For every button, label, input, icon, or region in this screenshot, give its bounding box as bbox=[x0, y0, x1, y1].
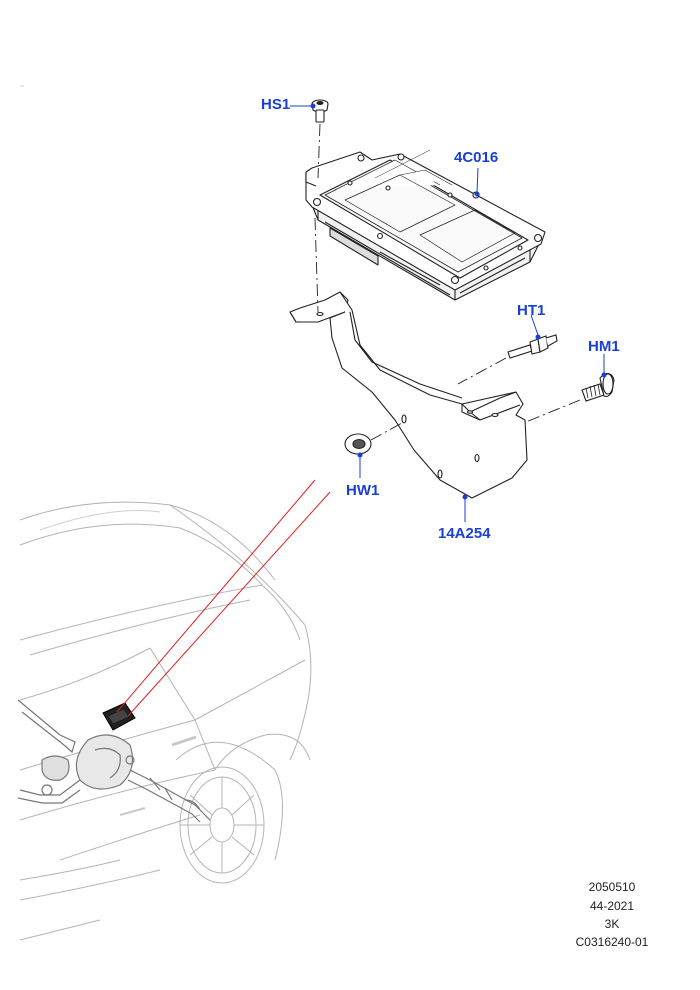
vehicle-illustration bbox=[19, 501, 312, 941]
callout-14a254[interactable]: 14A254 bbox=[438, 525, 491, 542]
bracket-14a254 bbox=[289, 291, 528, 499]
control-module-4c016 bbox=[305, 149, 546, 301]
screw-hm1 bbox=[581, 373, 615, 402]
illustration-revision: 3K bbox=[604, 917, 620, 931]
callout-leader-lines bbox=[290, 103, 607, 522]
module-location-marker bbox=[102, 702, 136, 731]
screw-hs1 bbox=[311, 99, 329, 123]
callout-hs1[interactable]: HS1 bbox=[261, 96, 291, 113]
illustration-reference-id: C0316240-01 bbox=[575, 935, 649, 949]
assembly-center-lines bbox=[314, 123, 581, 441]
location-pointer-lines bbox=[116, 479, 331, 717]
callout-ht1[interactable]: HT1 bbox=[517, 302, 546, 319]
callout-hw1[interactable]: HW1 bbox=[346, 482, 380, 499]
illustration-number: 2050510 bbox=[588, 880, 636, 894]
callout-hm1[interactable]: HM1 bbox=[588, 338, 620, 355]
callout-4c016[interactable]: 4C016 bbox=[454, 149, 499, 166]
washer-hw1 bbox=[344, 433, 372, 455]
rear-axle-illustration bbox=[17, 699, 211, 823]
stud-ht1 bbox=[507, 334, 558, 359]
illustration-date-code: 44-2021 bbox=[589, 899, 635, 913]
